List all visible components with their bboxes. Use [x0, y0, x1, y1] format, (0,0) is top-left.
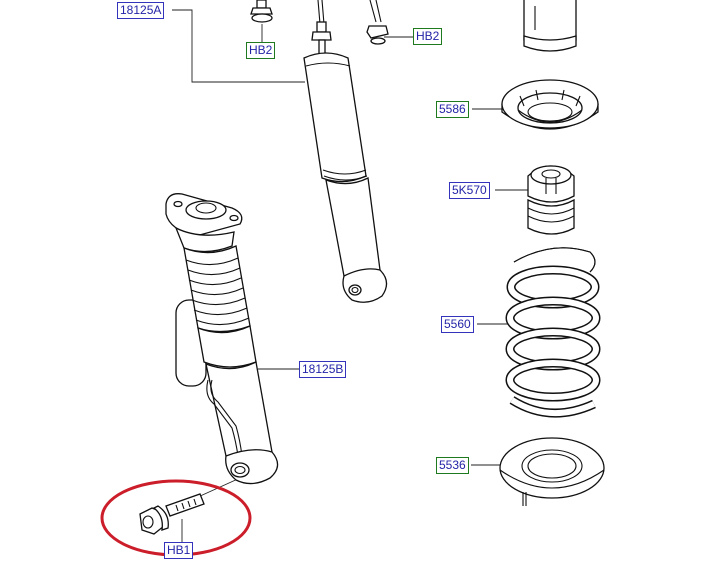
callout-hb1: HB1 — [164, 542, 194, 559]
callout-5586: 5586 — [436, 101, 469, 118]
lower-seat-5536 — [499, 437, 605, 506]
air-strut-18125b — [165, 193, 279, 485]
callout-18125b: 18125B — [299, 361, 347, 378]
callout-hb2-left: HB2 — [246, 42, 276, 59]
callout-18125a: 18125A — [117, 2, 165, 19]
leader-lines — [172, 9, 528, 544]
top-bushing-part — [523, 0, 577, 52]
callout-hb2-right: HB2 — [413, 28, 443, 45]
callout-5560: 5560 — [441, 316, 474, 333]
bolt-hb2-right — [366, 0, 389, 45]
bolt-hb1 — [139, 493, 205, 535]
bolt-hb2-left — [250, 0, 273, 23]
coil-spring-5560 — [505, 247, 601, 418]
shock-absorber-18125a — [303, 0, 388, 303]
bellows-folds — [185, 257, 250, 326]
callout-5k570: 5K570 — [449, 182, 490, 199]
upper-mount-5586 — [501, 79, 599, 130]
spring-coils — [505, 265, 601, 402]
callout-5536: 5536 — [436, 457, 469, 474]
bump-stop-5k570 — [527, 165, 575, 235]
